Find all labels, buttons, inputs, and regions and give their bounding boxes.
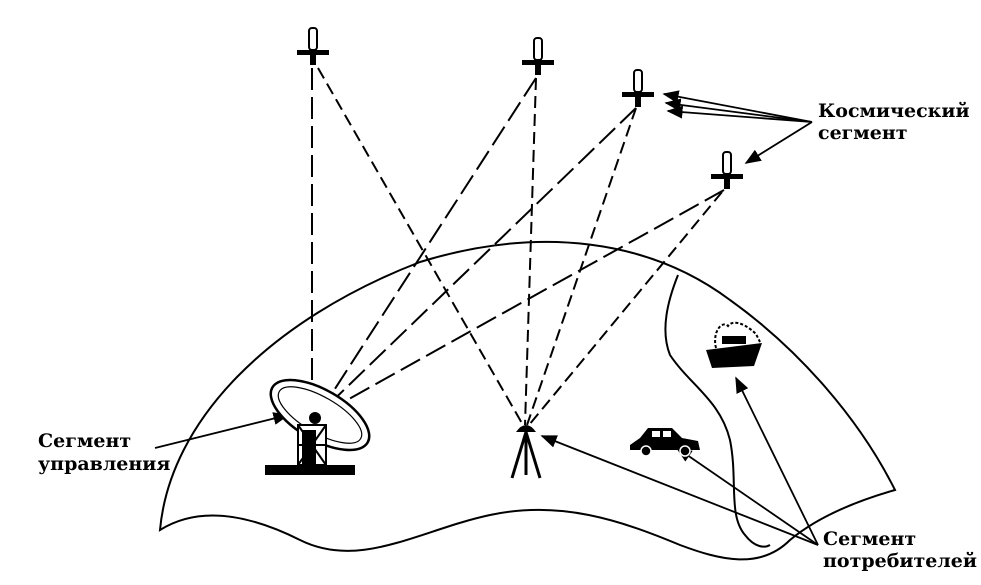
control-segment-label-line-1: Сегмент [38, 430, 131, 452]
tripod-receiver-icon [510, 425, 542, 479]
satellite-2-icon [522, 37, 554, 75]
control-segment-label-line-2: управления [38, 453, 170, 475]
dish-antenna-icon [265, 378, 371, 475]
car-icon [630, 428, 700, 457]
ship-icon [706, 321, 762, 368]
earth-surface [158, 240, 897, 561]
satellite-1-icon [297, 27, 329, 65]
satellite-3-icon [622, 69, 654, 107]
space-segment-label-line-1: Космический [818, 100, 970, 122]
space-segment-label-line-2: сегмент [818, 122, 908, 144]
pointer-arrows [154, 90, 819, 546]
satellite-4-icon [711, 151, 743, 189]
coastline [664, 274, 771, 548]
signal-lines [311, 67, 725, 426]
user-segment-label-line-2: потребителей [823, 550, 977, 572]
user-segment-label-line-1: Сегмент [823, 528, 916, 550]
